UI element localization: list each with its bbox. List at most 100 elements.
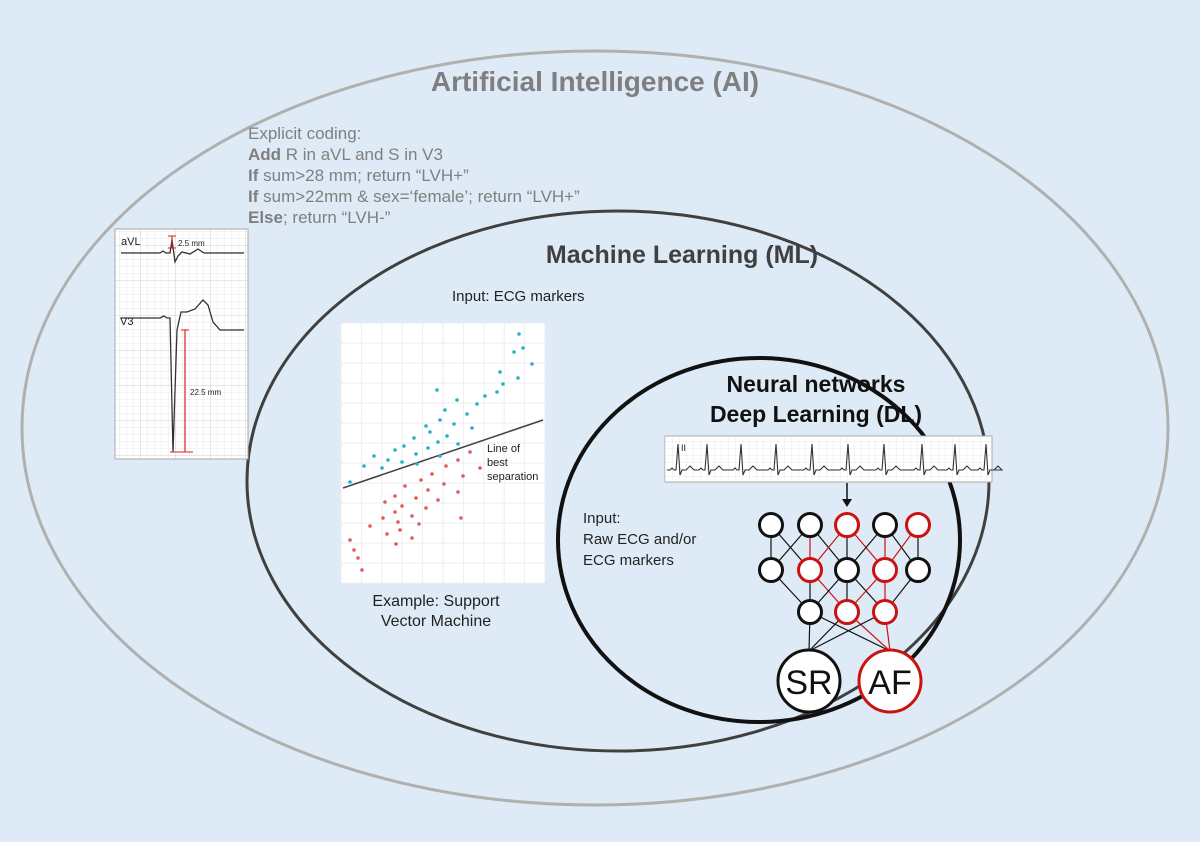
scatter-point — [400, 504, 404, 508]
neural-network: SR AF — [758, 512, 931, 714]
nn-edge — [809, 611, 891, 652]
nn-node — [758, 557, 784, 583]
scatter-point — [380, 466, 384, 470]
avl-measure: 2.5 mm — [178, 239, 205, 248]
nn-edge — [808, 611, 886, 652]
example-label-1: Example: Support — [372, 593, 500, 610]
ml-input-label: Input: ECG markers — [452, 288, 585, 305]
scatter-point — [452, 422, 456, 426]
scatter-point — [352, 548, 356, 552]
code-line-1: If sum>28 mm; return “LVH+” — [248, 166, 469, 185]
scatter-point — [456, 458, 460, 462]
scatter-point — [443, 408, 447, 412]
line-label-3: separation — [487, 471, 538, 483]
scatter-point — [426, 446, 430, 450]
scatter-point — [414, 496, 418, 500]
scatter-point — [410, 514, 414, 518]
scatter-point — [435, 388, 439, 392]
scatter-point — [356, 556, 360, 560]
dl-input-line3: ECG markers — [583, 552, 674, 569]
scatter-point — [428, 430, 432, 434]
scatter-point — [415, 462, 419, 466]
nn-node — [872, 512, 898, 538]
nn-node — [872, 557, 898, 583]
separation-line — [342, 419, 544, 489]
code-keyword: If — [248, 166, 259, 185]
scatter-points — [348, 332, 534, 572]
dl-input-line2: Raw ECG and/or — [583, 531, 696, 548]
output-node-af — [857, 648, 923, 714]
dl-input-line1: Input: — [583, 510, 621, 527]
scatter-point — [456, 490, 460, 494]
lead-v3-label: V3 — [120, 316, 133, 328]
scatter-point — [456, 442, 460, 446]
v3-measure: 22.5 mm — [190, 388, 221, 397]
code-keyword: If — [248, 187, 259, 206]
nn-node — [872, 599, 898, 625]
scatter-point — [394, 542, 398, 546]
scatter-point — [517, 332, 521, 336]
example-label-2: Vector Machine — [381, 613, 491, 630]
scatter-point — [512, 350, 516, 354]
nn-node — [797, 599, 823, 625]
scatter-point — [483, 394, 487, 398]
strip-arrow-head — [842, 499, 852, 507]
avl-trace — [121, 239, 244, 265]
scatter-point — [442, 482, 446, 486]
scatter-point — [470, 426, 474, 430]
scatter-point — [445, 434, 449, 438]
scatter-point — [362, 464, 366, 468]
scatter-point — [430, 472, 434, 476]
scatter-point — [426, 488, 430, 492]
nn-edges — [770, 524, 919, 652]
scatter-point — [455, 398, 459, 402]
scatter-point — [495, 390, 499, 394]
code-line-2: If sum>22mm & sex=‘female’; return “LVH+… — [248, 187, 580, 206]
code-keyword: Add — [248, 145, 281, 164]
scatter-point — [417, 522, 421, 526]
dl-title-line2: Deep Learning (DL) — [710, 401, 922, 427]
scatter-point — [400, 460, 404, 464]
raw-ecg-strip: II — [664, 435, 1004, 483]
scatter-point — [516, 376, 520, 380]
scatter-point — [444, 464, 448, 468]
ai-ring — [20, 49, 1170, 807]
scatter-point — [360, 568, 364, 572]
output-node-sr — [776, 648, 842, 714]
dl-ring — [556, 356, 962, 724]
scatter-point — [438, 418, 442, 422]
scatter-point — [403, 484, 407, 488]
scatter-point — [501, 382, 505, 386]
scatter-point — [372, 454, 376, 458]
dl-title-line1: Neural networks — [727, 371, 906, 397]
scatter-point — [381, 516, 385, 520]
code-keyword: Else — [248, 208, 283, 227]
scatter-point — [348, 480, 352, 484]
v3-trace — [121, 299, 244, 453]
output-label-af: AF — [868, 664, 911, 702]
svm-scatter-plot: Line of best separation — [340, 322, 546, 584]
scatter-point — [461, 474, 465, 478]
scatter-point — [393, 510, 397, 514]
code-intro: Explicit coding: — [248, 124, 361, 143]
scatter-point — [393, 448, 397, 452]
scatter-point — [410, 536, 414, 540]
ai-title: Artificial Intelligence (AI) — [431, 66, 759, 97]
scatter-point — [398, 528, 402, 532]
lead-avl-label: aVL — [121, 236, 141, 248]
code-line-3: Else; return “LVH-” — [248, 208, 391, 227]
scatter-point — [468, 450, 472, 454]
scatter-point — [436, 498, 440, 502]
scatter-point — [424, 424, 428, 428]
nn-node — [797, 557, 823, 583]
scatter-point — [393, 494, 397, 498]
scatter-grid — [340, 322, 546, 584]
scatter-point — [498, 370, 502, 374]
output-label-sr: SR — [785, 664, 832, 702]
scatter-point — [385, 532, 389, 536]
scatter-point — [424, 506, 428, 510]
nn-node — [834, 512, 860, 538]
line-label-2: best — [487, 457, 508, 469]
scatter-point — [383, 500, 387, 504]
